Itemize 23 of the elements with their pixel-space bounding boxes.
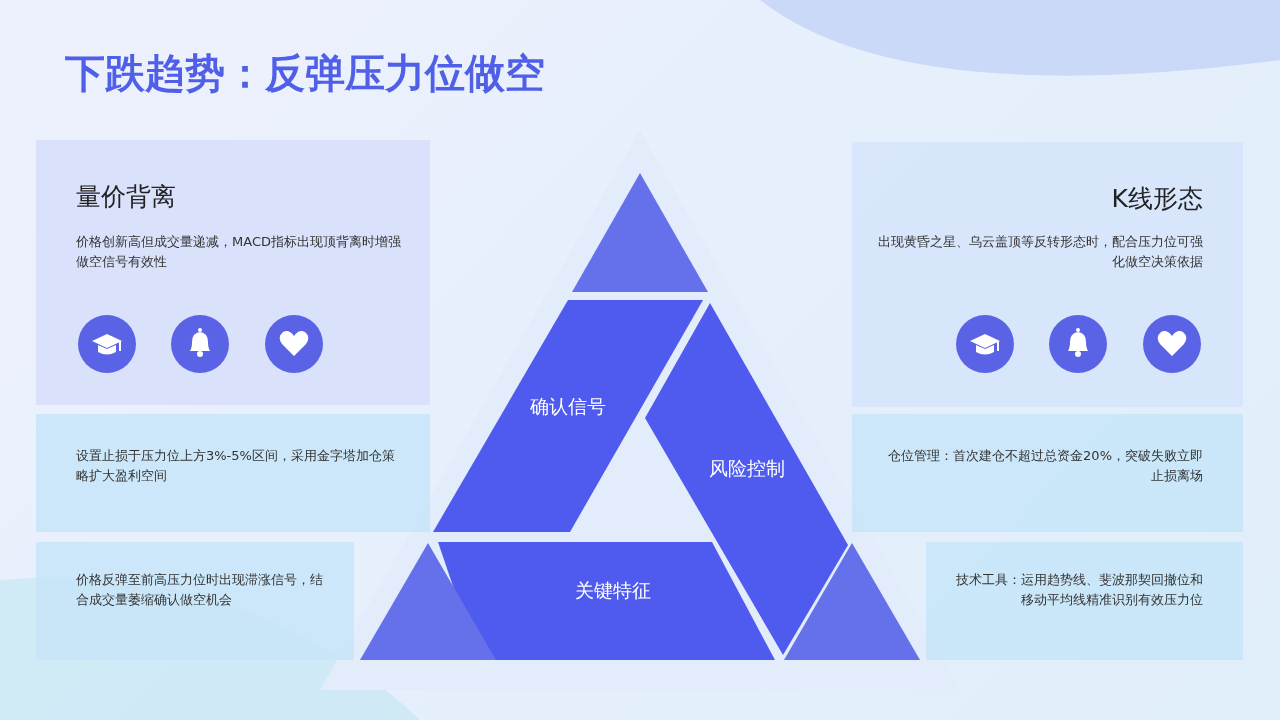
info-panel: [852, 142, 1243, 407]
triangle-block: [360, 543, 496, 660]
panel-text: 技术工具：运用趋势线、斐波那契回撤位和移动平均线精准识别有效压力位: [955, 571, 1203, 609]
info-panel: [36, 542, 354, 660]
info-panel: [36, 414, 430, 532]
panel-text: 价格反弹至前高压力位时出现滞涨信号，结合成交量萎缩确认做空机会: [76, 571, 324, 609]
parallelogram-block: [433, 300, 703, 532]
panel-text: 价格创新高但成交量递减，MACD指标出现顶背离时增强做空信号有效性: [76, 233, 402, 271]
panel-text: 出现黄昏之星、乌云盖顶等反转形态时，配合压力位可强化做空决策依据: [877, 233, 1203, 271]
panel-text: 设置止损于压力位上方3%-5%区间，采用金字塔加仓策略扩大盈利空间: [76, 447, 396, 485]
slide-title: 下跌趋势：反弹压力位做空: [65, 49, 545, 98]
block-label: 风险控制: [709, 456, 785, 481]
info-panel: [852, 414, 1243, 532]
panel-heading: 量价背离: [76, 181, 176, 213]
info-panel: [36, 140, 430, 405]
panel-text: 仓位管理：首次建仓不超过总资金20%，突破失败立即止损离场: [887, 447, 1203, 485]
info-panel: [926, 542, 1243, 660]
block-label: 确认信号: [530, 394, 606, 419]
panel-heading: K线形态: [1111, 183, 1203, 215]
triangle-block: [784, 543, 920, 660]
block-label: 关键特征: [575, 578, 651, 603]
parallelogram-block: [438, 542, 775, 660]
triangle-block: [572, 173, 708, 292]
